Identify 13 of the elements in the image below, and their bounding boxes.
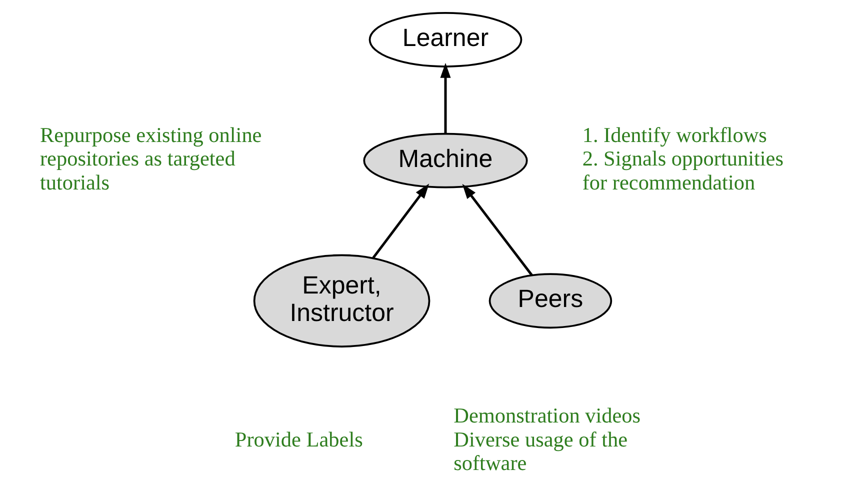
label: Repurpose existing online repositories as targeted tutorials — [39, 122, 262, 194]
arrow — [372, 184, 429, 259]
node-ellipse: Learner — [368, 12, 522, 68]
label: 2. Signals opportunities for recommendation — [582, 146, 783, 194]
node-label: Diverse usage of the software — [453, 427, 628, 476]
node-label: Provide Labels — [234, 427, 362, 452]
label: 1. Identify workflows — [582, 122, 766, 147]
node-ellipse: Machine — [362, 132, 528, 188]
arrow — [440, 62, 450, 134]
node-ellipse: Expert, Instructor — [252, 254, 430, 348]
node-label: Demonstration videos — [453, 404, 640, 428]
node-ellipse: Peers — [488, 273, 612, 329]
arrow — [462, 184, 532, 276]
